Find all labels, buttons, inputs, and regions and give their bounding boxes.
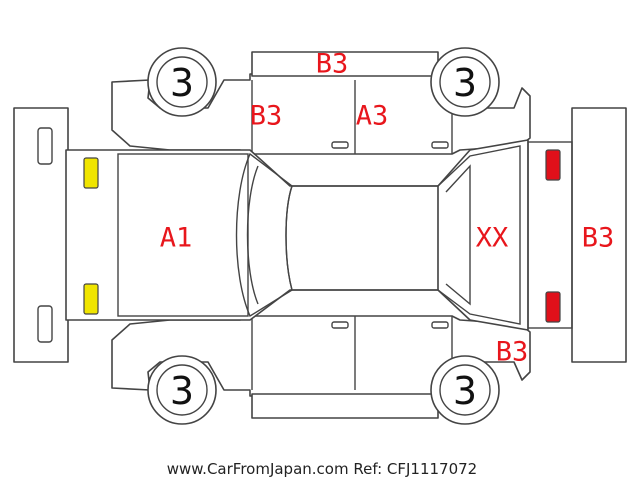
headlight-top (83, 157, 99, 189)
code-left-rear-door: A3 (356, 101, 389, 132)
wheel-front-right: 3 (147, 355, 217, 425)
roof-left-bar (251, 51, 439, 77)
wheel-rear-left-number: 3 (453, 61, 477, 105)
code-rear-bumper: B3 (582, 223, 615, 254)
code-rear-window: XX (476, 223, 509, 254)
roof-right-bar (251, 393, 439, 419)
wheel-front-left-number: 3 (170, 61, 194, 105)
front-bumper (13, 107, 69, 363)
footer-reference: www.CarFromJapan.com Ref: CFJ1117072 (167, 460, 477, 478)
taillight-top (545, 149, 561, 181)
taillight-bottom (545, 291, 561, 323)
code-hood: A1 (160, 223, 193, 254)
code-left-front-door: B3 (250, 101, 283, 132)
car-top-view (65, 139, 573, 331)
headlight-bottom (83, 283, 99, 315)
code-roof-left-bar: B3 (316, 49, 349, 80)
wheel-rear-right: 3 (430, 355, 500, 425)
rear-window (437, 145, 521, 325)
code-right-rear-quarter: B3 (496, 337, 529, 368)
roof-panel (285, 185, 439, 291)
wheel-front-right-number: 3 (170, 369, 194, 413)
wheel-rear-right-number: 3 (453, 369, 477, 413)
wheel-front-left: 3 (147, 47, 217, 117)
wheel-rear-left: 3 (430, 47, 500, 117)
